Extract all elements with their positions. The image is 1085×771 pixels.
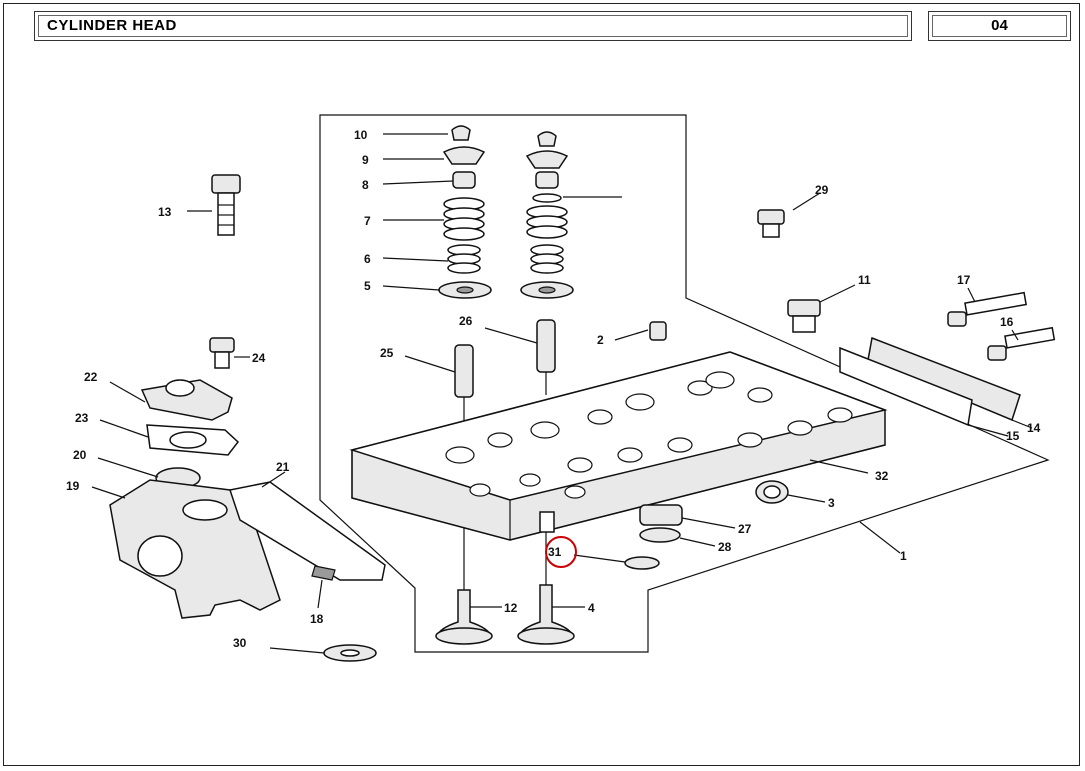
callout-12: 12: [504, 601, 518, 615]
plug-27: [639, 504, 683, 526]
callout-27: 27: [738, 522, 752, 536]
valve-guide-26: [536, 319, 556, 373]
callout-16: 16: [1000, 315, 1014, 329]
diagram-frame: [3, 3, 1080, 766]
cover-22: [140, 379, 233, 421]
callout-18: 18: [310, 612, 324, 626]
header-section-inner-border: [932, 15, 1067, 37]
callout-26: 26: [459, 314, 473, 328]
callout-7: 7: [364, 214, 371, 228]
callout-11: 11: [858, 273, 871, 287]
section-number: 04: [991, 17, 1008, 34]
pin-18: [311, 565, 336, 581]
valve-stack-right: [520, 131, 574, 299]
callout-9: 9: [362, 153, 369, 167]
callout-13: 13: [158, 205, 172, 219]
callout-31: 31: [548, 545, 562, 559]
callout-5: 5: [364, 279, 371, 293]
header-title-box: CYLINDER HEAD: [34, 11, 912, 41]
callout-6: 6: [364, 252, 371, 266]
bolt-29: [757, 209, 785, 238]
callout-21: 21: [276, 460, 290, 474]
callout-31-highlight-ring: [545, 536, 577, 568]
sender-2: [649, 321, 667, 341]
bolt-17: [947, 291, 1027, 327]
bolt-11: [787, 299, 821, 333]
callout-20: 20: [73, 448, 87, 462]
callout-24: 24: [252, 351, 266, 365]
callout-1: 1: [900, 549, 907, 563]
bolt-13: [211, 174, 241, 236]
valve-guide-25: [454, 344, 474, 398]
callout-29: 29: [815, 183, 829, 197]
callout-23: 23: [75, 411, 89, 425]
valve-cap-9: [442, 146, 486, 165]
callout-10: 10: [354, 128, 368, 142]
callout-8: 8: [362, 178, 369, 192]
leader-lines: [91, 133, 1033, 654]
callout-32: 32: [875, 469, 889, 483]
valve-stack-left: [438, 125, 492, 299]
callout-28: 28: [718, 540, 732, 554]
callout-19: 19: [66, 479, 80, 493]
cylinder-head-block: [349, 351, 888, 541]
valve-12: [435, 520, 493, 645]
valve-collet-10: [451, 125, 471, 141]
callout-2: 2: [597, 333, 604, 347]
group-outline: [319, 114, 1050, 653]
page-title: CYLINDER HEAD: [47, 17, 177, 34]
header-section-box: 04: [928, 11, 1071, 41]
header-title-inner-border: [38, 15, 908, 37]
outer-spring-7: [443, 197, 485, 241]
bolt-16: [987, 326, 1056, 361]
bolt-24: [209, 337, 235, 369]
callout-22: 22: [84, 370, 98, 384]
valve-4: [517, 500, 575, 645]
callout-4: 4: [588, 601, 595, 615]
callout-30: 30: [233, 636, 247, 650]
callout-25: 25: [380, 346, 394, 360]
callout-17: 17: [957, 273, 971, 287]
inner-spring-6: [447, 244, 481, 274]
valve-seal-8: [452, 171, 476, 189]
callout-15: 15: [1006, 429, 1020, 443]
callout-14: 14: [1027, 421, 1041, 435]
callout-3: 3: [828, 496, 835, 510]
washer-31: [624, 556, 660, 570]
washer-28: [639, 527, 681, 543]
